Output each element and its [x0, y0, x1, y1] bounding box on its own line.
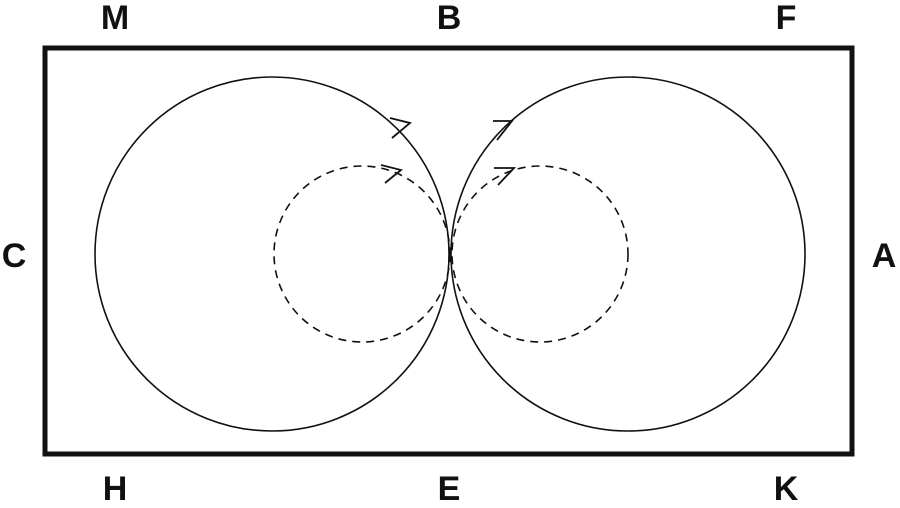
right-solid-arrow-icon: [493, 120, 514, 141]
label-k: K: [773, 470, 799, 508]
label-b: B: [436, 0, 462, 37]
outer-rectangle: [42, 45, 855, 457]
left-dashed-circle: [273, 165, 451, 343]
left-solid-arrow-icon: [389, 117, 412, 139]
label-h: H: [102, 470, 128, 508]
right-dashed-circle: [451, 165, 629, 343]
label-a: A: [871, 237, 897, 275]
left-dashed-arrow-icon: [380, 164, 403, 184]
right-dashed-arrow-icon: [494, 167, 517, 186]
label-f: F: [775, 0, 797, 37]
label-e: E: [437, 470, 461, 508]
right-solid-circle: [450, 76, 806, 432]
label-c: C: [1, 237, 27, 275]
label-m: M: [100, 0, 130, 37]
left-solid-circle: [94, 76, 450, 432]
